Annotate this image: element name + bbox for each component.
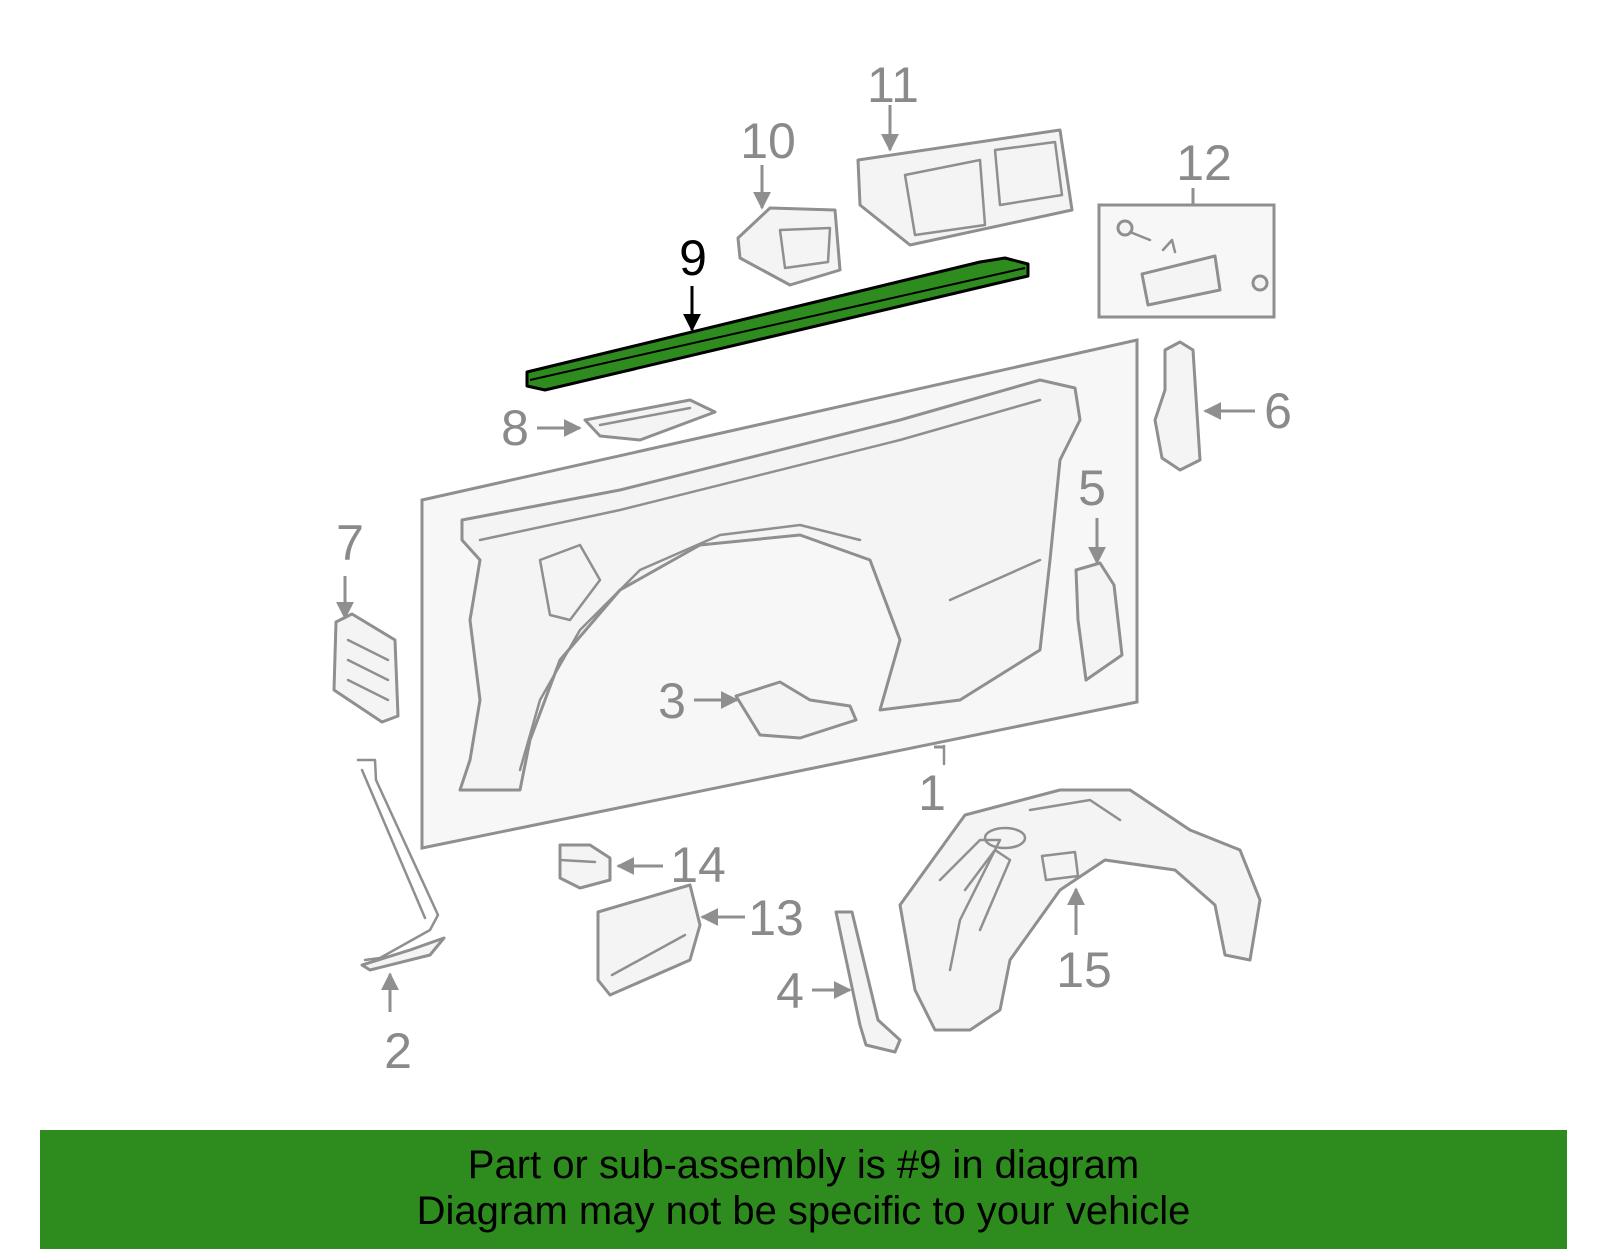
callout-9[interactable]: 9 <box>679 230 707 286</box>
callout-7[interactable]: 7 <box>336 515 364 571</box>
info-banner: Part or sub-assembly is #9 in diagram Di… <box>40 1130 1567 1249</box>
parts-diagram: 1 2 3 4 5 6 7 8 9 10 11 12 13 14 15 <box>332 57 1292 1079</box>
part-7-plate[interactable] <box>332 612 400 724</box>
callout-14[interactable]: 14 <box>670 837 726 893</box>
part-3-bracket[interactable] <box>734 680 858 740</box>
part-12-hardware-kit[interactable] <box>1097 203 1276 319</box>
banner-line-part-info: Part or sub-assembly is #9 in diagram <box>467 1143 1140 1187</box>
callout-1[interactable]: 1 <box>918 765 946 821</box>
part-1-bed-side-panel[interactable] <box>420 338 1139 850</box>
banner-line-disclaimer: Diagram may not be specific to your vehi… <box>416 1189 1191 1233</box>
callout-6[interactable]: 6 <box>1264 383 1292 439</box>
callout-15[interactable]: 15 <box>1056 942 1112 998</box>
callout-12[interactable]: 12 <box>1176 135 1232 191</box>
callout-13[interactable]: 13 <box>748 890 804 946</box>
part-11-storage-box[interactable] <box>856 128 1074 247</box>
part-9-bed-rail-cap[interactable] <box>525 256 1030 392</box>
callout-3[interactable]: 3 <box>658 673 686 729</box>
part-8-bracket[interactable] <box>583 398 717 442</box>
callout-2[interactable]: 2 <box>384 1023 412 1079</box>
part-15-wheelhouse-liner[interactable] <box>898 788 1262 1032</box>
callout-11[interactable]: 11 <box>867 57 919 113</box>
callout-5[interactable]: 5 <box>1078 460 1106 516</box>
callout-4[interactable]: 4 <box>776 963 804 1019</box>
part-13-fuel-door[interactable] <box>596 883 702 997</box>
part-2-brace[interactable] <box>356 758 446 972</box>
callout-10[interactable]: 10 <box>740 113 796 169</box>
part-10-cup-holder[interactable] <box>736 206 842 287</box>
callout-8[interactable]: 8 <box>501 400 529 456</box>
part-4-bracket[interactable] <box>834 910 902 1054</box>
part-6-end-bracket[interactable] <box>1153 340 1202 472</box>
part-14-connector[interactable] <box>558 843 612 890</box>
